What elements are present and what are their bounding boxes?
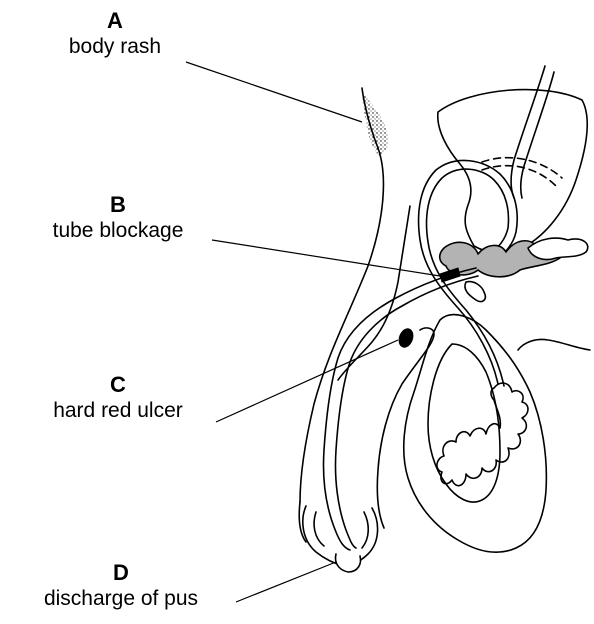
leader-line-a <box>186 62 362 122</box>
urethra-inner <box>335 276 478 548</box>
glans-inner-right <box>362 512 368 548</box>
leader-line-c <box>216 340 398 422</box>
ureter-outer <box>511 66 545 198</box>
pus-discharge <box>336 554 361 572</box>
back-outline <box>300 88 383 502</box>
vas-deferens-inner <box>427 169 509 386</box>
cowpers-gland <box>465 282 485 302</box>
scrotum-outline <box>404 315 547 553</box>
leader-line-b <box>212 240 440 276</box>
seminal-vesicle <box>528 238 588 259</box>
glans-inner-left <box>314 512 324 546</box>
urethra-outer <box>324 268 477 550</box>
hard-red-ulcer <box>396 326 416 350</box>
pubic-outline <box>338 206 410 380</box>
body-outline-right <box>518 339 590 350</box>
epididymis <box>437 383 528 486</box>
body-rash <box>362 92 388 156</box>
leader-line-d <box>236 562 336 602</box>
scrotum-inner <box>428 344 500 502</box>
